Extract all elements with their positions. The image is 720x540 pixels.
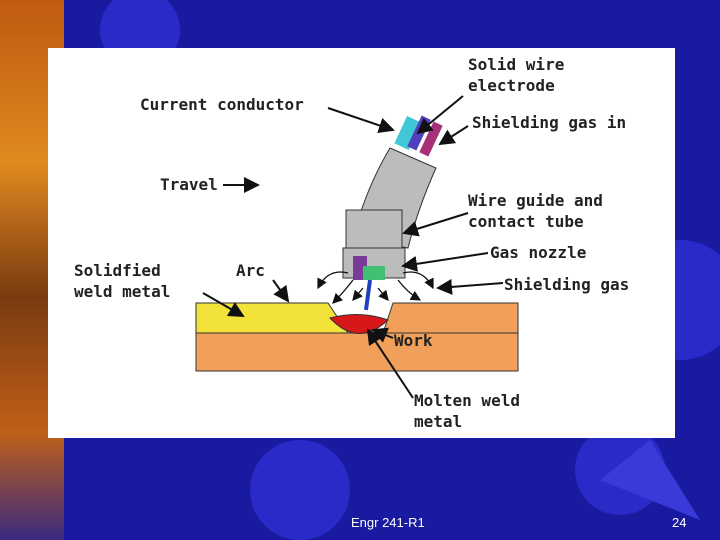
- leader-line: [202, 292, 245, 317]
- page-number: 24: [672, 515, 687, 530]
- current-conductor: [394, 116, 422, 150]
- footer-text: Engr 241-R1: [351, 515, 425, 530]
- diagram-panel: Solid wire electrode Current conductor S…: [48, 48, 675, 438]
- label-molten-weld-metal: Molten weld metal: [414, 391, 520, 431]
- leader-line: [327, 107, 395, 134]
- leader-line: [416, 95, 464, 135]
- shielding-gas-hose: [419, 121, 443, 157]
- leader-line: [402, 212, 469, 237]
- leader-line: [401, 252, 489, 272]
- contact-tip: [363, 266, 385, 280]
- label-shielding-gas-in: Shielding gas in: [472, 113, 627, 132]
- leader-line: [436, 278, 504, 295]
- work-piece: [195, 332, 519, 372]
- label-arc: Arc: [236, 261, 265, 280]
- leader-line: [272, 279, 290, 303]
- label-gas-nozzle: Gas nozzle: [490, 243, 587, 262]
- label-wire-guide: Wire guide and contact tube: [468, 191, 603, 231]
- leader-line: [366, 328, 414, 399]
- arrow-shape: [600, 440, 700, 520]
- label-work: Work: [394, 331, 433, 350]
- solidified-weld-metal: [195, 302, 349, 334]
- base-metal-right: [382, 302, 519, 334]
- label-solidified-weld-metal: Solidfied weld metal: [74, 261, 171, 301]
- label-shielding-gas: Shielding gas: [504, 275, 630, 294]
- label-travel: Travel: [160, 175, 218, 194]
- gmaw-diagram: [195, 95, 519, 399]
- label-solid-wire-electrode: Solid wire electrode: [468, 55, 565, 95]
- solid-wire-electrode: [364, 279, 372, 311]
- gear-icon: [250, 440, 350, 540]
- leader-line: [438, 125, 469, 146]
- label-current-conductor: Current conductor: [140, 95, 304, 114]
